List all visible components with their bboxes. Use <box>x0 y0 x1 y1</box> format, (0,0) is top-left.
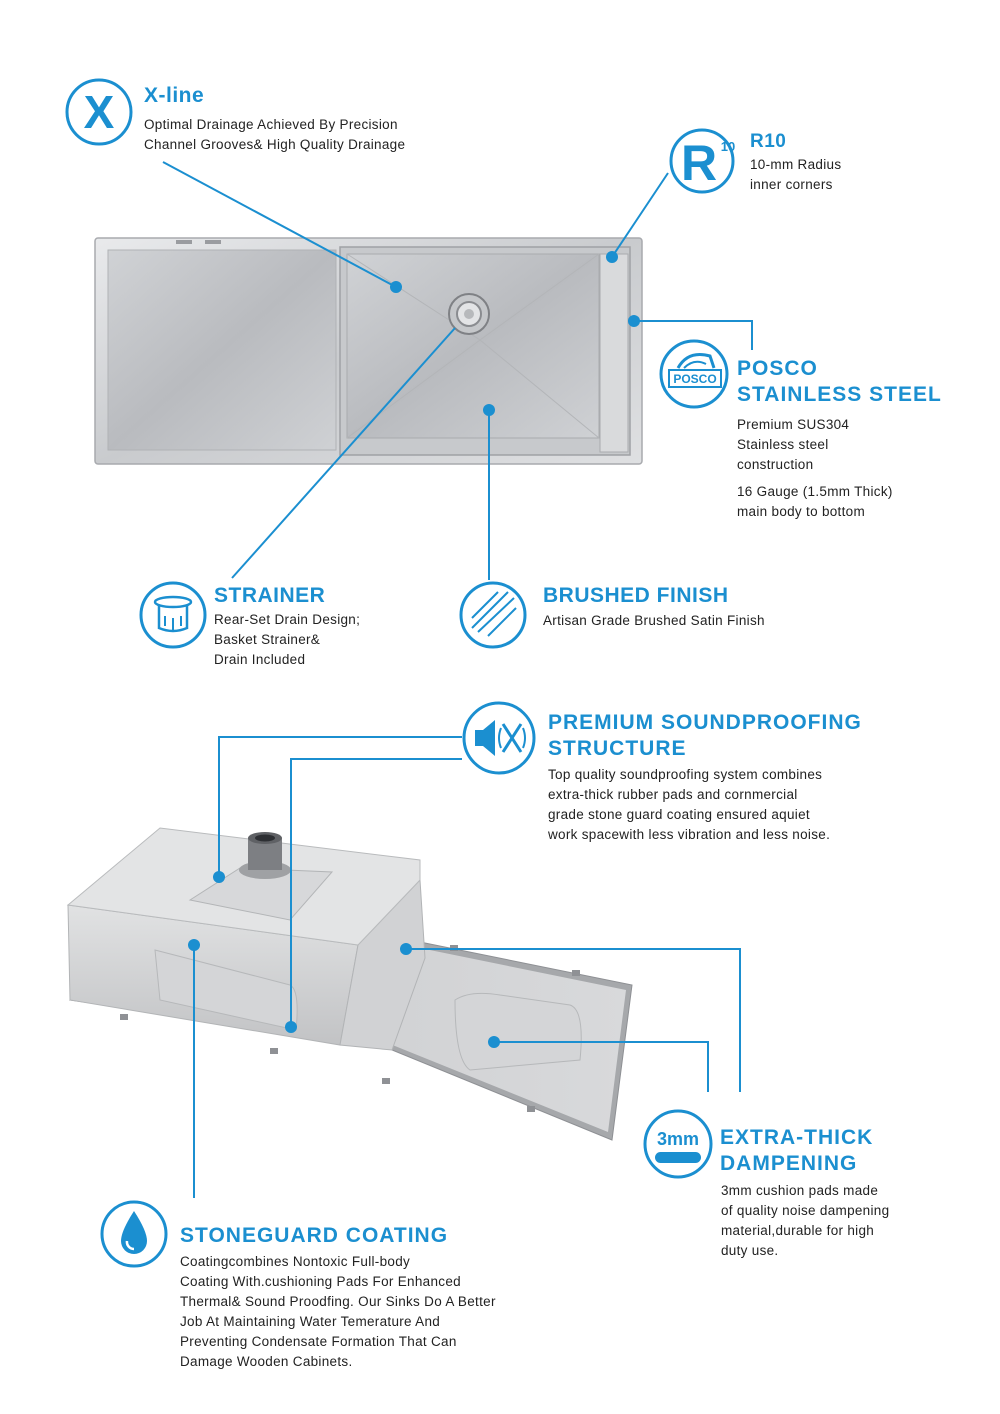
stoneguard-line: Damage Wooden Cabinets. <box>180 1354 353 1369</box>
r10-icon-letter: R <box>681 135 717 191</box>
soundproofing-line: extra-thick rubber pads and cornmercial <box>548 787 798 802</box>
speaker-mute-icon <box>461 700 537 776</box>
strainer-line: Basket Strainer& <box>214 632 321 647</box>
dampening-description: 3mm cushion pads made of quality noise d… <box>721 1181 889 1261</box>
xline-title: X-line <box>144 84 205 107</box>
dampening-line: duty use. <box>721 1243 779 1258</box>
brushed-title: BRUSHED FINISH <box>543 584 729 607</box>
stoneguard-line: Coatingcombines Nontoxic Full-body <box>180 1254 411 1269</box>
stoneguard-line: Coating With.cushioning Pads For Enhance… <box>180 1274 461 1289</box>
posco-gauge-description: 16 Gauge (1.5mm Thick) main body to bott… <box>737 482 893 522</box>
x-icon-letter: X <box>84 86 115 138</box>
r10-description: 10-mm Radius inner corners <box>750 155 841 195</box>
r10-line: 10-mm Radius <box>750 157 842 172</box>
dampening-title-line: EXTRA-THICK <box>720 1126 874 1149</box>
strainer-description: Rear-Set Drain Design; Basket Strainer& … <box>214 610 360 670</box>
dampening-title-line: DAMPENING <box>720 1152 858 1175</box>
posco-logo-icon: POSCO <box>658 338 730 410</box>
stoneguard-line: Preventing Condensate Formation That Can <box>180 1334 457 1349</box>
pad-3mm-icon: 3mm <box>642 1108 714 1180</box>
dampening-title: EXTRA-THICK DAMPENING <box>720 1125 873 1177</box>
posco-description: Premium SUS304 Stainless steel construct… <box>737 415 849 475</box>
soundproofing-title-line: PREMIUM SOUNDPROOFING <box>548 711 862 734</box>
posco-line: Stainless steel <box>737 437 829 452</box>
x-icon: X <box>65 78 133 146</box>
stoneguard-title: STONEGUARD COATING <box>180 1224 449 1247</box>
strainer-line: Drain Included <box>214 652 306 667</box>
posco-gauge-line: 16 Gauge (1.5mm Thick) <box>737 484 893 499</box>
r10-icon: R 10 <box>668 127 748 197</box>
posco-line: construction <box>737 457 814 472</box>
stoneguard-description: Coatingcombines Nontoxic Full-body Coati… <box>180 1252 496 1372</box>
strainer-title: STRAINER <box>214 584 326 607</box>
stoneguard-line: Job At Maintaining Water Temerature And <box>180 1314 441 1329</box>
xline-line: Channel Grooves& High Quality Drainage <box>144 137 406 152</box>
brushed-line: Artisan Grade Brushed Satin Finish <box>543 613 765 628</box>
soundproofing-line: work spacewith less vibration and less n… <box>548 827 831 842</box>
r10-line: inner corners <box>750 177 833 192</box>
soundproofing-title: PREMIUM SOUNDPROOFING STRUCTURE <box>548 710 862 762</box>
r10-title: R10 <box>750 131 787 152</box>
water-drop-icon <box>99 1199 169 1269</box>
strainer-icon <box>138 580 208 650</box>
posco-title-line: STAINLESS STEEL <box>737 383 942 406</box>
posco-logo-text: POSCO <box>673 372 716 386</box>
r10-icon-superscript: 10 <box>721 139 735 154</box>
dampening-line: of quality noise dampening <box>721 1203 890 1218</box>
strainer-line: Rear-Set Drain Design; <box>214 612 361 627</box>
posco-title-line: POSCO <box>737 357 818 380</box>
posco-title: POSCO STAINLESS STEEL <box>737 356 942 408</box>
brushed-finish-icon <box>458 580 528 650</box>
pad-3mm-icon-text: 3mm <box>657 1129 699 1149</box>
brushed-description: Artisan Grade Brushed Satin Finish <box>543 611 765 631</box>
dampening-line: 3mm cushion pads made <box>721 1183 879 1198</box>
posco-line: Premium SUS304 <box>737 417 850 432</box>
soundproofing-description: Top quality soundproofing system combine… <box>548 765 830 845</box>
soundproofing-title-line: STRUCTURE <box>548 737 687 760</box>
soundproofing-line: grade stone guard coating ensured aquiet <box>548 807 810 822</box>
posco-gauge-line: main body to bottom <box>737 504 866 519</box>
stoneguard-line: Thermal& Sound Proodfing. Our Sinks Do A… <box>180 1294 496 1309</box>
xline-description: Optimal Drainage Achieved By Precision C… <box>144 115 405 155</box>
dampening-line: material,durable for high <box>721 1223 875 1238</box>
xline-line: Optimal Drainage Achieved By Precision <box>144 117 398 132</box>
soundproofing-line: Top quality soundproofing system combine… <box>548 767 823 782</box>
